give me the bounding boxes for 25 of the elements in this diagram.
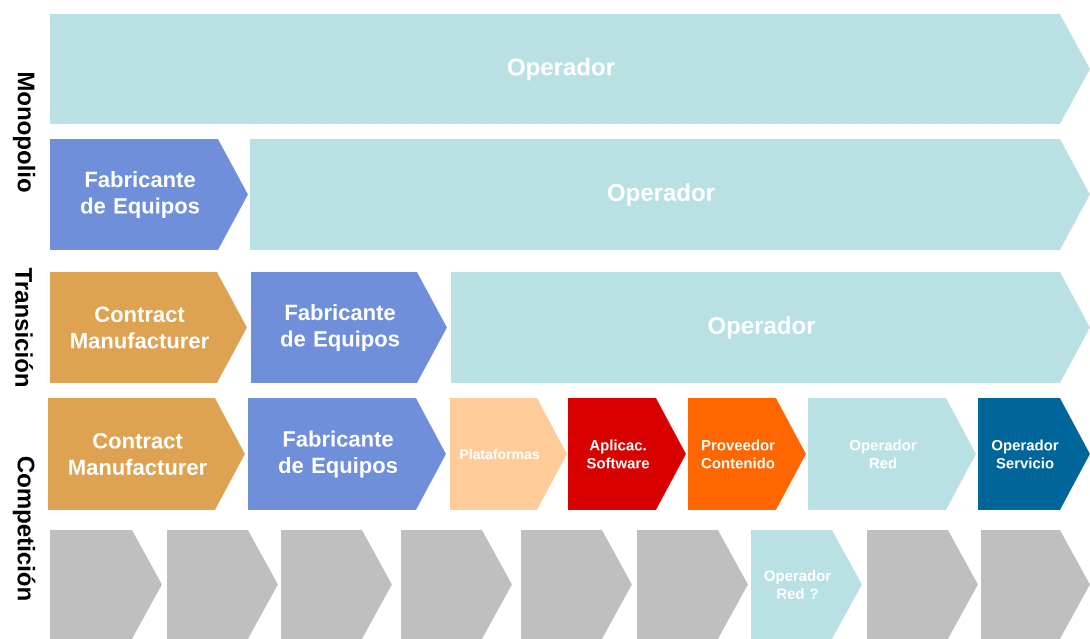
chevron-box: Contract Manufacturer xyxy=(50,272,247,383)
chevron-box: Contract Manufacturer xyxy=(48,398,245,510)
chevron-box: Operador xyxy=(250,139,1090,250)
chevron-box: Operador Servicio xyxy=(978,398,1090,510)
chevron-shape xyxy=(981,530,1090,639)
chevron-box: Operador Red xyxy=(808,398,976,510)
chevron-box: Operador Red ? xyxy=(751,530,862,639)
chevron-shape xyxy=(50,530,162,639)
chevron-shape xyxy=(401,530,512,639)
row-label: Monopolio xyxy=(12,72,36,192)
chevron-shape xyxy=(637,530,748,639)
chevron-box: Fabricante de Equipos xyxy=(248,398,446,510)
chevron-box: Fabricante de Equipos xyxy=(251,272,447,383)
chevron-box: Aplicac. Software xyxy=(568,398,686,510)
chevron-shape xyxy=(867,530,978,639)
chevron-shape xyxy=(167,530,278,639)
row-label: Transición xyxy=(15,267,33,387)
chevron-box: Operador xyxy=(50,14,1090,124)
chevron-shape xyxy=(521,530,632,639)
chevron-box: Proveedor Contenido xyxy=(688,398,806,510)
chevron-box: Plataformas xyxy=(450,398,567,510)
row-label: Competición xyxy=(12,456,36,600)
chevron-box: Operador xyxy=(451,272,1090,383)
chevron-shape xyxy=(281,530,392,639)
chevron-box: Fabricante de Equipos xyxy=(50,139,248,250)
